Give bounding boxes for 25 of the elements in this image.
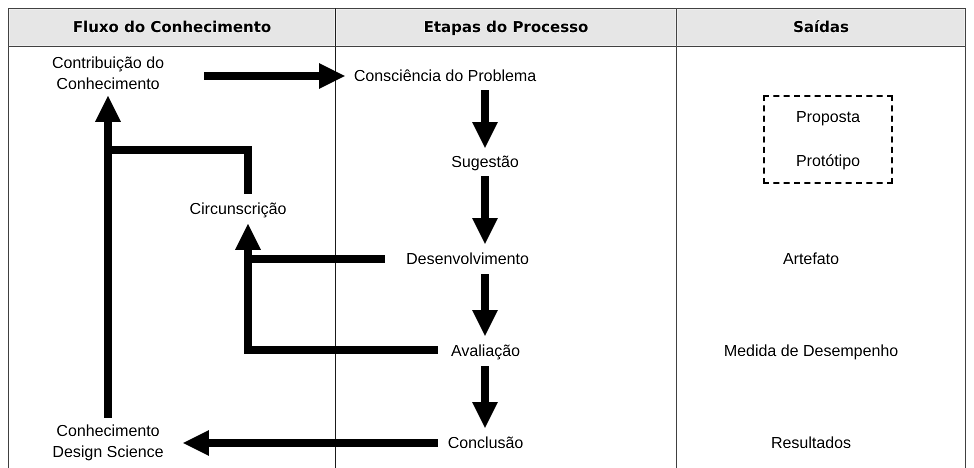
output-text: Circunscrição	[190, 200, 286, 220]
output-text: Conclusão	[448, 434, 524, 454]
column-header: Saídas	[793, 17, 849, 38]
arrow	[472, 274, 498, 336]
arrow	[204, 63, 345, 89]
output-text: Conhecimento Design Science	[51, 422, 165, 463]
dashed-output-box	[763, 95, 893, 184]
arrow	[235, 224, 438, 354]
output-text: Proposta	[796, 108, 860, 128]
arrow	[472, 366, 498, 428]
arrow	[472, 176, 498, 244]
output-text: Desenvolvimento	[406, 250, 529, 270]
output-text: Resultados	[770, 434, 852, 454]
output-text: Protótipo	[796, 152, 860, 172]
column-header: Etapas do Processo	[424, 17, 588, 38]
output-text: Medida de Desempenho	[724, 342, 898, 362]
arrow	[95, 96, 121, 418]
output-text: Sugestão	[451, 152, 519, 172]
output-text: Contribuição do Conhecimento	[50, 54, 166, 95]
output-text: Consciência do Problema	[354, 66, 536, 86]
arrow	[183, 430, 438, 456]
output-text: Avaliação	[450, 342, 520, 362]
arrow	[472, 90, 498, 148]
output-text: Artefato	[782, 250, 840, 270]
column-header: Fluxo do Conhecimento	[72, 17, 272, 38]
